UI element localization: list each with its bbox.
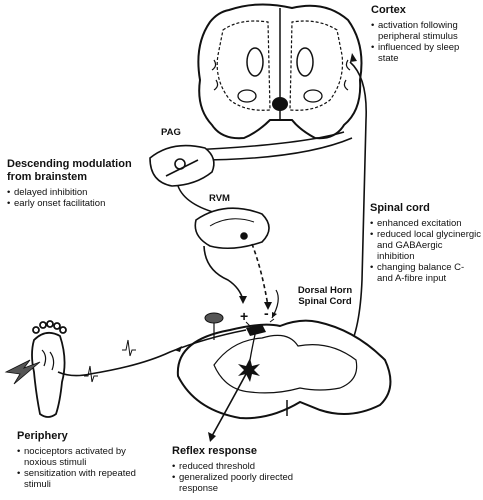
- cortex-brain-section: [197, 3, 363, 140]
- periphery-label: Periphery nociceptors activated by noxio…: [17, 430, 157, 490]
- cortex-title: Cortex: [371, 4, 406, 16]
- spinal-cord-item: enhanced excitation: [370, 218, 482, 229]
- spinal-cord-item: reduced local glycinergic and GABAergic …: [370, 229, 482, 262]
- descending-inhibition-line: [203, 245, 244, 301]
- spinal-cord-item: changing balance C- and A-fibre input: [370, 262, 482, 284]
- spinal-cord-label: Spinal cord enhanced excitation reduced …: [370, 202, 482, 284]
- descending-facilitation-line: [251, 243, 269, 307]
- dorsal-horn-line: Dorsal Horn: [297, 285, 353, 296]
- cortex-item: activation following peripheral stimulus: [371, 20, 481, 42]
- spinal-cord-section: [176, 319, 392, 420]
- descending-modulation-label: Descending modulation from brainstem del…: [7, 158, 157, 209]
- descending-item: early onset facilitation: [7, 198, 157, 209]
- pag-tag: PAG: [161, 127, 181, 138]
- reflex-title: Reflex response: [172, 445, 257, 457]
- periphery-item: nociceptors activated by noxious stimuli: [17, 446, 157, 468]
- reflex-response-label: Reflex response reduced threshold genera…: [172, 445, 312, 494]
- dorsal-horn-tag: Dorsal Horn Spinal Cord: [290, 285, 360, 307]
- spinal-cord-title: Spinal cord: [370, 202, 430, 214]
- periphery-item: sensitization with repeated stimuli: [17, 468, 157, 490]
- inhibition-minus-sign: -: [264, 305, 269, 321]
- spinal-cord-line: Spinal Cord: [298, 296, 352, 307]
- reflex-item: reduced threshold: [172, 461, 312, 472]
- action-potential-spike-icon: [122, 339, 136, 357]
- rvm-tag: RVM: [209, 193, 230, 204]
- reflex-efferent-line: [211, 373, 247, 437]
- reflex-item: generalized poorly directed response: [172, 472, 312, 494]
- facilitation-plus-sign: +: [240, 308, 248, 324]
- action-potential-spike-icon: [84, 365, 98, 383]
- periphery-title: Periphery: [17, 430, 68, 442]
- pag-brainstem-section: [149, 144, 215, 187]
- motor-neuron-star: [238, 358, 260, 382]
- primary-afferent-fibre: [57, 329, 247, 377]
- cortex-label: Cortex activation following peripheral s…: [371, 4, 481, 64]
- cortex-item: influenced by sleep state: [371, 42, 481, 64]
- rvm-brainstem-section: [194, 207, 270, 250]
- dorsal-root-ganglion: [204, 312, 224, 324]
- foot-sole: [31, 320, 67, 418]
- noxious-stimulus-bolt-icon: [4, 359, 41, 385]
- cortex-to-pag-arrow: [189, 131, 345, 151]
- descending-item: delayed inhibition: [7, 187, 157, 198]
- descending-title: Descending modulation from brainstem: [7, 158, 132, 183]
